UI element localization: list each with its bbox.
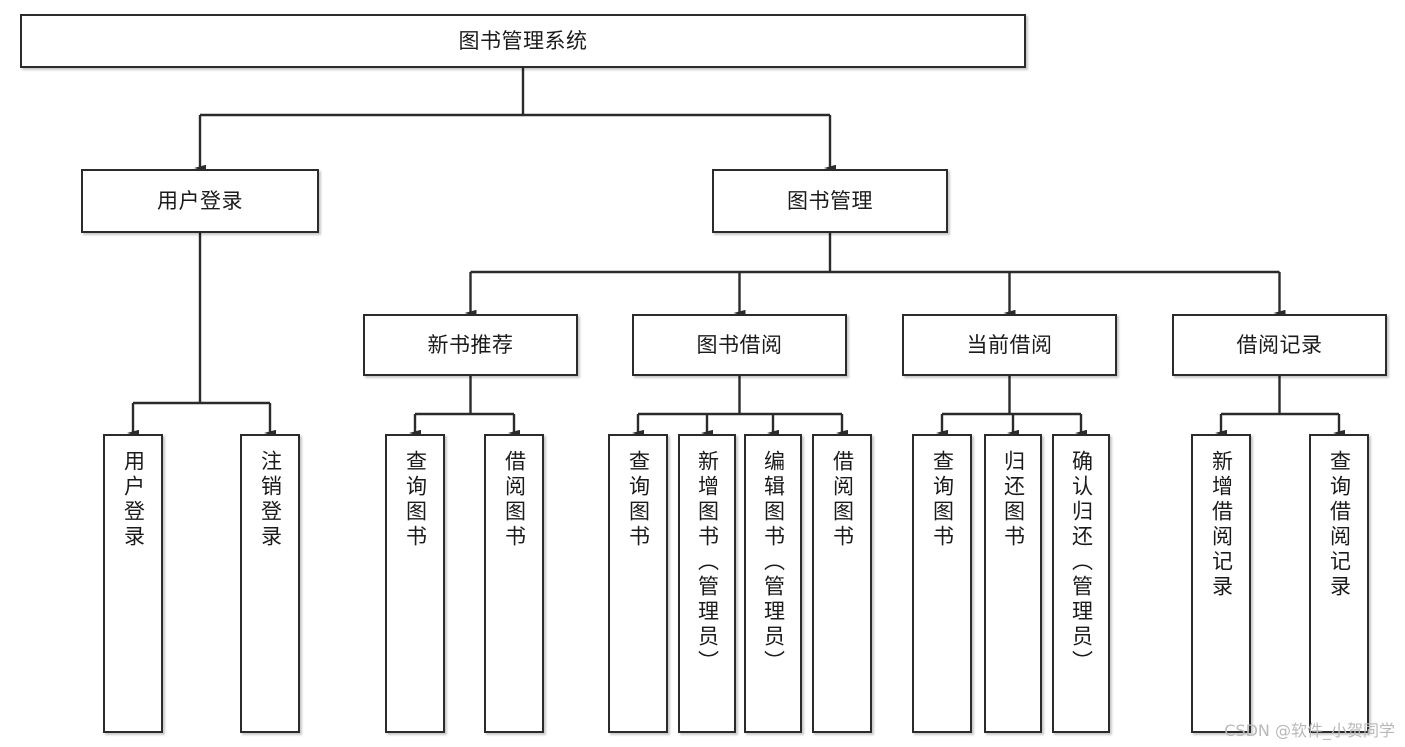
- node-user-login[interactable]: 用户登录: [81, 169, 319, 233]
- node-leaf-user-logout[interactable]: 注销登录: [240, 434, 300, 733]
- node-leaf-return-book[interactable]: 归还图书: [984, 434, 1042, 733]
- node-leaf-user-logout-label: 注销登录: [258, 450, 283, 550]
- node-current-borrow-label: 当前借阅: [966, 332, 1053, 357]
- node-leaf-query-borrow-record[interactable]: 查询借阅记录: [1309, 434, 1369, 733]
- node-leaf-query-book-1-label: 查询图书: [403, 450, 428, 550]
- node-book-borrow-label: 图书借阅: [696, 332, 783, 357]
- node-book-borrow[interactable]: 图书借阅: [632, 314, 847, 376]
- node-leaf-user-login-label: 用户登录: [121, 450, 146, 550]
- node-leaf-edit-book-label: 编辑图书（管理员）: [761, 450, 786, 675]
- node-leaf-return-book-label: 归还图书: [1001, 450, 1026, 550]
- node-leaf-add-book-label: 新增图书（管理员）: [695, 450, 720, 675]
- node-user-login-label: 用户登录: [157, 188, 243, 213]
- node-new-book-recommend-label: 新书推荐: [427, 332, 514, 357]
- node-root-label: 图书管理系统: [458, 28, 588, 53]
- node-leaf-borrow-book-1-label: 借阅图书: [502, 450, 527, 550]
- node-leaf-edit-book[interactable]: 编辑图书（管理员）: [744, 434, 802, 733]
- node-book-manage-label: 图书管理: [787, 188, 873, 213]
- node-borrow-record[interactable]: 借阅记录: [1172, 314, 1387, 376]
- node-leaf-query-book-1[interactable]: 查询图书: [385, 434, 445, 733]
- node-leaf-add-borrow-record-label: 新增借阅记录: [1209, 450, 1234, 600]
- node-leaf-borrow-book-2[interactable]: 借阅图书: [812, 434, 872, 733]
- node-root[interactable]: 图书管理系统: [20, 14, 1026, 68]
- node-leaf-query-book-2-label: 查询图书: [626, 450, 651, 550]
- node-current-borrow[interactable]: 当前借阅: [902, 314, 1117, 376]
- node-new-book-recommend[interactable]: 新书推荐: [363, 314, 578, 376]
- node-leaf-confirm-return[interactable]: 确认归还（管理员）: [1052, 434, 1110, 733]
- node-leaf-query-book-2[interactable]: 查询图书: [608, 434, 668, 733]
- node-leaf-query-borrow-record-label: 查询借阅记录: [1327, 450, 1352, 600]
- node-leaf-confirm-return-label: 确认归还（管理员）: [1069, 450, 1094, 675]
- node-leaf-user-login[interactable]: 用户登录: [103, 434, 163, 733]
- node-leaf-borrow-book-2-label: 借阅图书: [830, 450, 855, 550]
- node-leaf-query-book-3[interactable]: 查询图书: [912, 434, 972, 733]
- node-leaf-add-book[interactable]: 新增图书（管理员）: [678, 434, 736, 733]
- node-leaf-add-borrow-record[interactable]: 新增借阅记录: [1191, 434, 1251, 733]
- node-book-manage[interactable]: 图书管理: [712, 169, 948, 233]
- node-leaf-query-book-3-label: 查询图书: [930, 450, 955, 550]
- node-leaf-borrow-book-1[interactable]: 借阅图书: [484, 434, 544, 733]
- node-borrow-record-label: 借阅记录: [1236, 332, 1323, 357]
